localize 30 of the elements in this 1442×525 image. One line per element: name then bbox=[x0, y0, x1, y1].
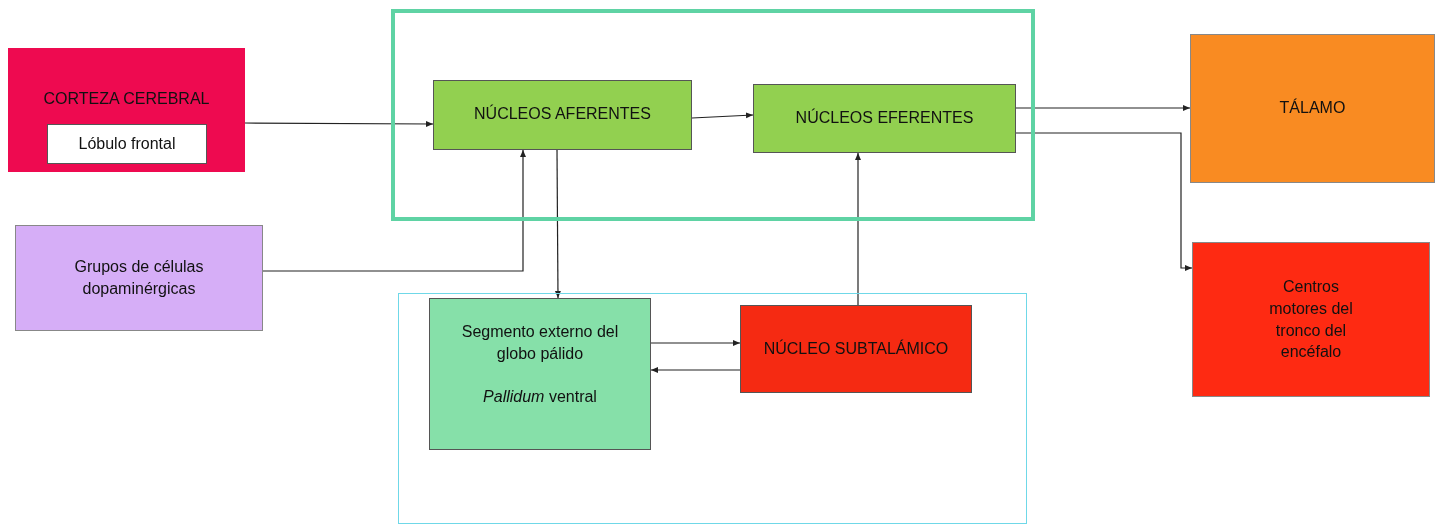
group-frame bbox=[398, 293, 1027, 524]
node-label: NÚCLEOS EFERENTES bbox=[795, 107, 974, 128]
process-box bbox=[753, 84, 1016, 153]
arrow bbox=[244, 120, 434, 127]
arrow bbox=[1015, 105, 1191, 111]
node-label: TÁLAMO bbox=[1279, 97, 1346, 118]
process-box bbox=[1190, 34, 1435, 183]
group-frame bbox=[391, 9, 1035, 221]
process-box bbox=[8, 48, 245, 172]
process-box bbox=[429, 298, 651, 450]
node-label: Segmento externo del globo pálido bbox=[460, 322, 620, 364]
node-label: NÚCLEO SUBTALÁMICO bbox=[763, 338, 949, 360]
process-box bbox=[15, 225, 263, 331]
arrow bbox=[262, 149, 526, 272]
arrow bbox=[855, 152, 861, 306]
process-box bbox=[740, 305, 972, 393]
node-label: NÚCLEOS AFERENTES bbox=[474, 103, 651, 124]
node-label: Grupos de células dopaminérgicas bbox=[73, 257, 205, 299]
node-label: Centros motores del tronco del encéfalo bbox=[1268, 277, 1354, 363]
arrow bbox=[650, 340, 741, 346]
arrow bbox=[1015, 132, 1193, 271]
node-label: Lóbulo frontal bbox=[78, 134, 176, 155]
node-label: CORTEZA CEREBRAL bbox=[43, 89, 210, 109]
arrow bbox=[691, 112, 754, 119]
process-box bbox=[47, 124, 207, 164]
arrow bbox=[650, 367, 741, 373]
process-box bbox=[433, 80, 692, 150]
body-text: Pallidum ventral bbox=[483, 387, 597, 408]
process-box bbox=[1192, 242, 1430, 397]
arrow bbox=[554, 149, 561, 299]
